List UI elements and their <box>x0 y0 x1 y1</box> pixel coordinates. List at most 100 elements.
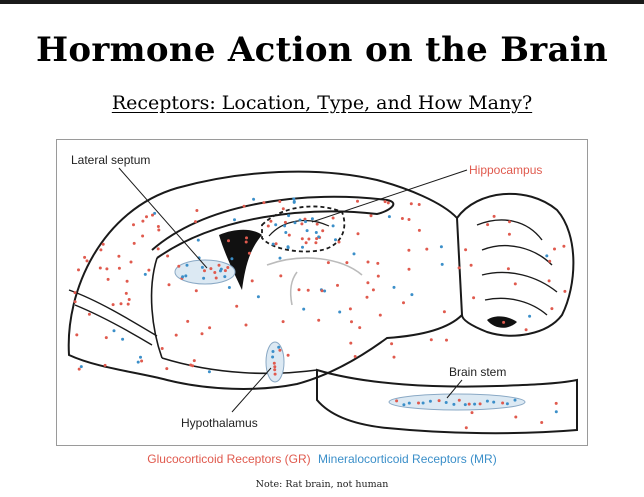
receptor-dot <box>338 310 342 314</box>
receptor-dot <box>117 254 121 258</box>
receptor-dot <box>323 289 327 293</box>
receptor-dot <box>98 266 102 270</box>
receptor-dot <box>73 300 77 304</box>
hippocampus-receptor-dot <box>331 216 335 220</box>
receptor-dot <box>439 245 443 249</box>
hippocampus-receptor-dot <box>300 237 304 241</box>
receptor-dot <box>350 320 353 324</box>
hippocampus-receptor-dot <box>293 221 297 225</box>
receptor-dot <box>409 202 413 206</box>
receptor-dot <box>77 268 80 272</box>
receptor-dot <box>256 295 260 299</box>
receptor-dot <box>141 234 145 238</box>
receptor-dot <box>315 222 319 226</box>
brain-stem-label: Brain stem <box>449 365 506 379</box>
receptor-dot <box>79 365 83 369</box>
brain-stem-outline <box>316 368 578 435</box>
receptor-dot <box>297 288 301 292</box>
receptor-dot <box>417 228 421 232</box>
receptor-dot <box>349 341 353 345</box>
brainstem-receptor-dot <box>478 402 482 406</box>
septum-receptor-dot <box>203 269 206 273</box>
receptor-dot <box>244 240 248 244</box>
receptor-dot <box>392 285 396 289</box>
hypothalamus-receptor-dot <box>271 355 275 359</box>
receptor-dot <box>376 261 380 265</box>
receptor-dot <box>387 215 391 219</box>
receptor-dot <box>112 329 116 333</box>
receptor-dot <box>464 248 468 252</box>
receptor-dot <box>457 266 461 270</box>
receptor-dot <box>554 410 558 414</box>
receptor-dot <box>266 224 270 228</box>
septum-receptor-dot <box>213 271 217 274</box>
receptor-dot <box>326 261 330 265</box>
inner-arc <box>150 257 163 359</box>
brainstem-receptor-dot <box>473 402 477 406</box>
receptor-dot <box>386 201 390 205</box>
receptor-dot <box>200 332 204 336</box>
receptor-dot <box>320 289 324 293</box>
receptor-dot <box>87 312 91 316</box>
receptor-dot <box>196 238 200 242</box>
receptor-dot <box>208 326 212 330</box>
receptor-dot <box>562 244 566 248</box>
receptor-dot <box>250 279 254 283</box>
receptor-dot <box>252 197 256 201</box>
receptor-dot <box>356 199 359 203</box>
receptor-dot <box>207 370 211 374</box>
receptor-dot <box>508 220 511 224</box>
receptor-dot <box>369 214 373 218</box>
receptor-dot <box>514 415 518 419</box>
receptor-dot <box>156 247 160 251</box>
receptor-dot <box>337 240 341 244</box>
receptor-dot <box>528 314 532 318</box>
receptor-dot <box>156 225 160 228</box>
hypothalamus-receptor-dot <box>277 345 281 349</box>
cerebellum <box>456 192 575 337</box>
footnote: Note: Rat brain, not human <box>255 479 389 490</box>
hippocampus-receptor-dot <box>286 246 290 250</box>
brain-stem-region <box>388 393 526 411</box>
hippocampus-receptor-dot <box>315 237 319 241</box>
receptor-dot <box>345 261 349 265</box>
receptor-dot <box>440 262 444 266</box>
receptor-dot <box>469 263 473 267</box>
receptor-dot <box>553 247 556 251</box>
hippocampus-receptor-dot <box>321 229 325 233</box>
receptor-dot <box>429 338 433 342</box>
receptor-dot <box>306 288 310 292</box>
receptor-dot <box>540 421 544 424</box>
brainstem-receptor-dot <box>437 399 441 403</box>
hippocampus-receptor-dot <box>300 222 304 226</box>
receptor-dot <box>125 279 129 283</box>
receptor-dot <box>470 411 474 415</box>
receptor-dot <box>304 241 308 245</box>
receptor-dot <box>358 326 362 330</box>
receptor-dot <box>192 359 196 363</box>
receptor-dot <box>127 298 131 301</box>
receptor-dot <box>83 255 87 259</box>
receptor-dot <box>121 337 125 341</box>
receptor-dot <box>126 302 130 306</box>
hypothalamus-receptor-dot <box>271 350 275 353</box>
receptor-dot <box>117 266 121 270</box>
hippocampus-receptor-dot <box>298 218 302 222</box>
receptor-dot <box>407 218 411 221</box>
receptor-dot <box>143 272 147 276</box>
hippocampus-receptor-dot <box>305 229 309 233</box>
hypothalamus-leader <box>231 367 272 413</box>
receptor-dot <box>278 256 282 260</box>
brainstem-receptor-dot <box>492 400 496 404</box>
hippocampus-receptor-dot <box>310 217 314 221</box>
receptor-dot <box>230 257 234 261</box>
brainstem-receptor-dot <box>395 399 399 403</box>
receptor-dot <box>73 291 77 295</box>
receptor-dot <box>235 304 239 308</box>
septum-receptor-dot <box>200 265 204 269</box>
receptor-dot <box>392 355 396 359</box>
receptor-dot <box>281 320 285 324</box>
receptor-dot <box>85 259 89 263</box>
receptor-dot <box>101 242 105 246</box>
brainstem-receptor-dot <box>501 401 505 405</box>
